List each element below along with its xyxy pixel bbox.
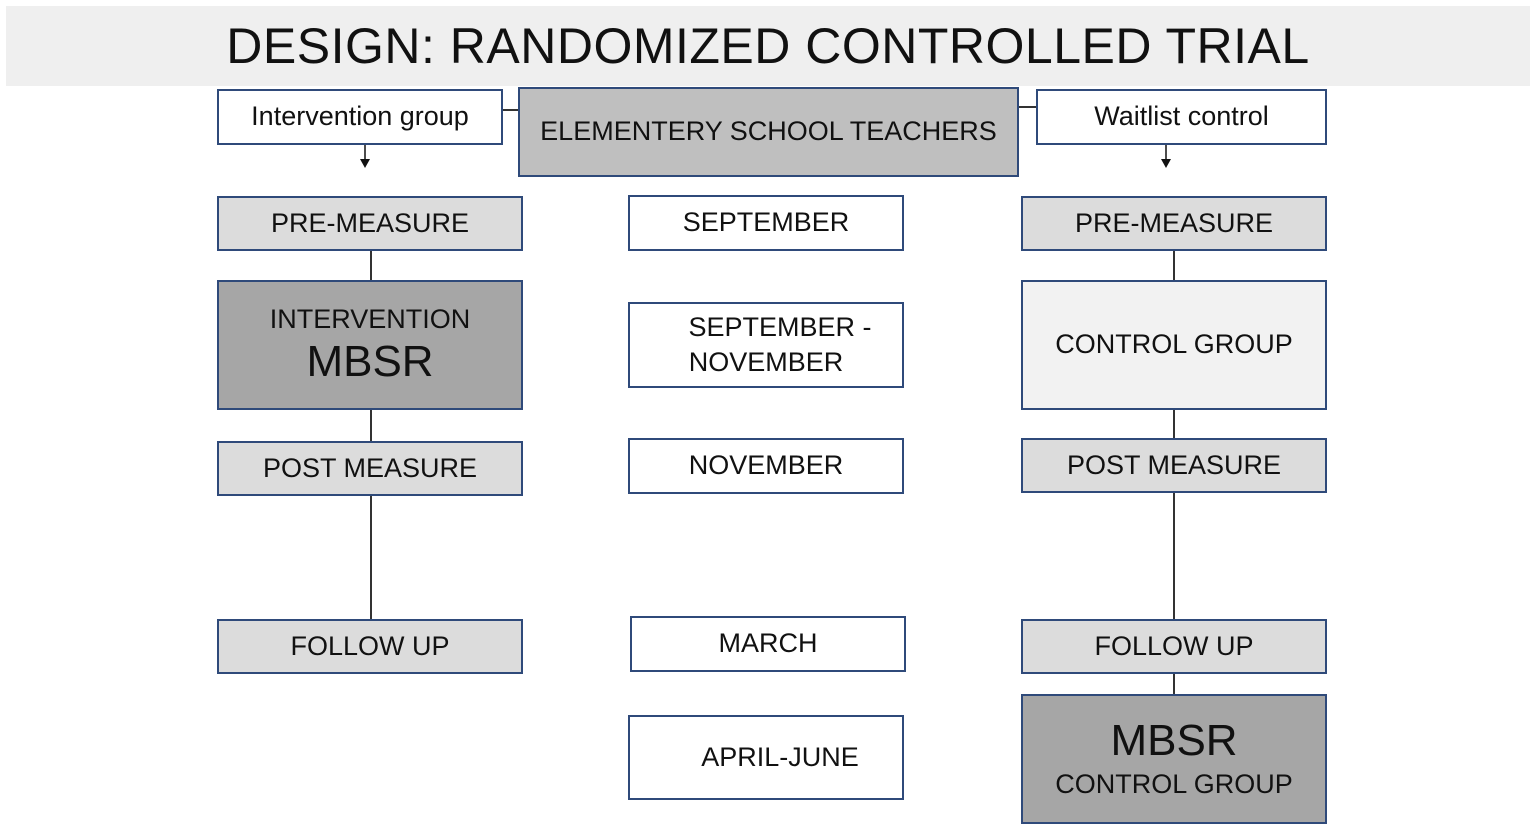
control-pre-text: PRE-MEASURE	[1074, 207, 1274, 238]
connector-ctl-treatment-post	[1173, 408, 1175, 439]
timeline-november: NOVEMBER	[628, 438, 904, 494]
intervention-followup-text: FOLLOW UP	[290, 630, 450, 661]
intervention-pre-text: PRE-MEASURE	[270, 207, 470, 238]
intervention-pre-measure: PRE-MEASURE	[217, 196, 523, 251]
control-mbsr-box: MBSR CONTROL GROUP	[1021, 694, 1327, 824]
intervention-group-label: Intervention group	[217, 89, 503, 145]
connector-int-treatment-post	[370, 408, 372, 441]
connector-int-pre-treatment	[370, 250, 372, 281]
intervention-treatment-line2: MBSR	[306, 337, 434, 387]
control-group-box: CONTROL GROUP	[1021, 280, 1327, 410]
connector-population-control	[1018, 106, 1037, 108]
timeline-t4-text: MARCH	[718, 628, 818, 659]
timeline-t5-text: APRIL-JUNE	[701, 741, 859, 772]
control-followup-text: FOLLOW UP	[1094, 630, 1254, 661]
connector-int-post-followup	[370, 494, 372, 620]
timeline-t2-line1: SEPTEMBER -	[688, 311, 872, 342]
control-final-line1: MBSR	[1110, 716, 1238, 766]
timeline-march: MARCH	[630, 616, 906, 672]
diagram-title: DESIGN: RANDOMIZED CONTROLLED TRIAL	[6, 6, 1530, 86]
control-final-line2: CONTROL GROUP	[1055, 768, 1293, 799]
control-post-text: POST MEASURE	[1066, 449, 1282, 480]
waitlist-control-label: Waitlist control	[1036, 89, 1327, 145]
intervention-post-text: POST MEASURE	[262, 452, 478, 483]
intervention-follow-up: FOLLOW UP	[217, 619, 523, 674]
timeline-t3-text: NOVEMBER	[688, 450, 844, 481]
timeline-april-june: APRIL-JUNE	[628, 715, 904, 800]
connector-ctl-post-followup	[1173, 492, 1175, 620]
timeline-september: SEPTEMBER	[628, 195, 904, 251]
control-follow-up: FOLLOW UP	[1021, 619, 1327, 674]
arrow-intervention-down	[360, 145, 370, 168]
intervention-mbsr-box: INTERVENTION MBSR	[217, 280, 523, 410]
intervention-group-text: Intervention group	[251, 101, 469, 132]
control-treatment-text: CONTROL GROUP	[1055, 329, 1293, 360]
intervention-post-measure: POST MEASURE	[217, 441, 523, 496]
intervention-treatment-line1: INTERVENTION	[269, 304, 471, 335]
timeline-t2-line2: NOVEMBER	[688, 347, 844, 377]
connector-population-intervention	[502, 109, 520, 111]
timeline-september-november: SEPTEMBER - NOVEMBER	[628, 302, 904, 388]
connector-ctl-pre-treatment	[1173, 250, 1175, 281]
population-box: ELEMENTERY SCHOOL TEACHERS	[518, 87, 1019, 177]
arrow-control-down	[1161, 145, 1171, 168]
timeline-t1-text: SEPTEMBER	[682, 207, 850, 238]
waitlist-control-text: Waitlist control	[1094, 101, 1269, 132]
control-pre-measure: PRE-MEASURE	[1021, 196, 1327, 251]
control-post-measure: POST MEASURE	[1021, 438, 1327, 493]
population-text: ELEMENTERY SCHOOL TEACHERS	[540, 116, 997, 147]
connector-ctl-followup-final	[1173, 673, 1175, 695]
